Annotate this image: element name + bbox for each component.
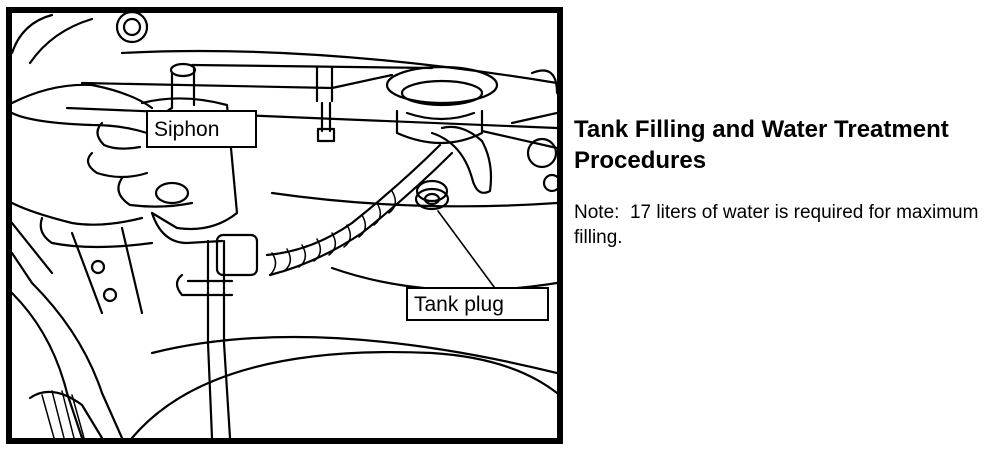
siphon-tank-illustration: [12, 13, 557, 438]
page-title: Tank Filling and Water Treatment Procedu…: [574, 116, 949, 174]
illustration-frame: Siphon Tank plug: [6, 7, 563, 444]
siphon-label: Siphon: [146, 110, 257, 148]
tank-plug-label: Tank plug: [406, 287, 549, 321]
note-text: Note: 17 liters of water is required for…: [574, 202, 984, 248]
